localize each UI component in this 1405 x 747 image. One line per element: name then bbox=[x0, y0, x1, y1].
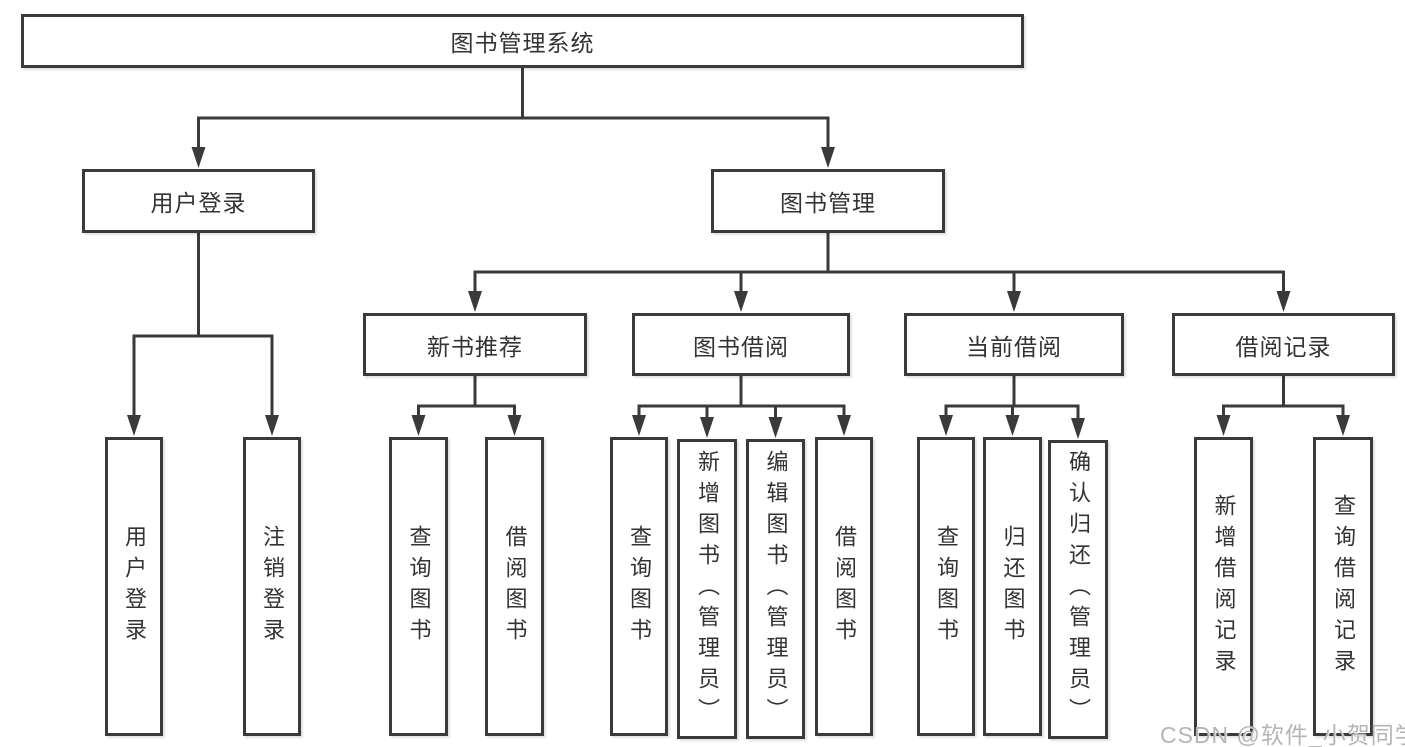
node-borrow-records: 借阅记录 bbox=[1172, 313, 1395, 376]
connector-arrowhead bbox=[507, 415, 522, 436]
connector-arrowhead bbox=[411, 415, 426, 436]
node-rec-query: 查询图书 bbox=[389, 437, 448, 736]
node-bb-query: 查询图书 bbox=[610, 437, 668, 736]
connector-arrowhead bbox=[1336, 415, 1350, 436]
connector-arrowhead bbox=[127, 415, 141, 436]
connector-arrowhead bbox=[700, 417, 714, 438]
connector-arrowhead bbox=[939, 415, 953, 436]
connector-arrowhead bbox=[837, 415, 851, 436]
node-bb-borrow: 借阅图书 bbox=[815, 437, 873, 736]
node-bb-add: 新增图书（管理员） bbox=[677, 439, 737, 739]
connector-arrowhead bbox=[191, 147, 206, 168]
connector-arrowhead bbox=[265, 415, 279, 436]
connector-arrowhead bbox=[1005, 415, 1020, 436]
node-rec-borrow: 借阅图书 bbox=[485, 437, 544, 736]
connector-arrowhead bbox=[632, 415, 646, 436]
connector-arrowhead bbox=[821, 147, 835, 168]
node-br-query: 查询借阅记录 bbox=[1313, 437, 1373, 736]
connector-arrowhead bbox=[1071, 418, 1085, 439]
connector-arrowhead bbox=[1007, 291, 1021, 312]
node-cb-query: 查询图书 bbox=[917, 437, 975, 736]
node-cb-return: 归还图书 bbox=[983, 437, 1042, 736]
node-br-add: 新增借阅记录 bbox=[1194, 437, 1253, 736]
node-bb-edit: 编辑图书（管理员） bbox=[746, 439, 805, 739]
node-book-borrow: 图书借阅 bbox=[632, 313, 850, 376]
connector-arrowhead bbox=[1216, 415, 1231, 436]
watermark: CSDN @软件_小贺同学 bbox=[1160, 722, 1405, 747]
connector-arrowhead bbox=[768, 417, 783, 438]
node-book-mgmt: 图书管理 bbox=[711, 169, 945, 233]
node-new-book-rec: 新书推荐 bbox=[363, 313, 587, 376]
node-logout: 注销登录 bbox=[243, 437, 301, 736]
node-current-borrow: 当前借阅 bbox=[904, 313, 1124, 376]
node-login: 用户登录 bbox=[105, 437, 163, 736]
node-user-login: 用户登录 bbox=[82, 169, 315, 233]
connector-arrowhead bbox=[468, 291, 482, 312]
connector-arrowhead bbox=[1276, 291, 1291, 312]
connector-arrowhead bbox=[734, 291, 748, 312]
node-cb-confirm: 确认归还（管理员） bbox=[1048, 440, 1108, 739]
node-root: 图书管理系统 bbox=[21, 14, 1024, 68]
